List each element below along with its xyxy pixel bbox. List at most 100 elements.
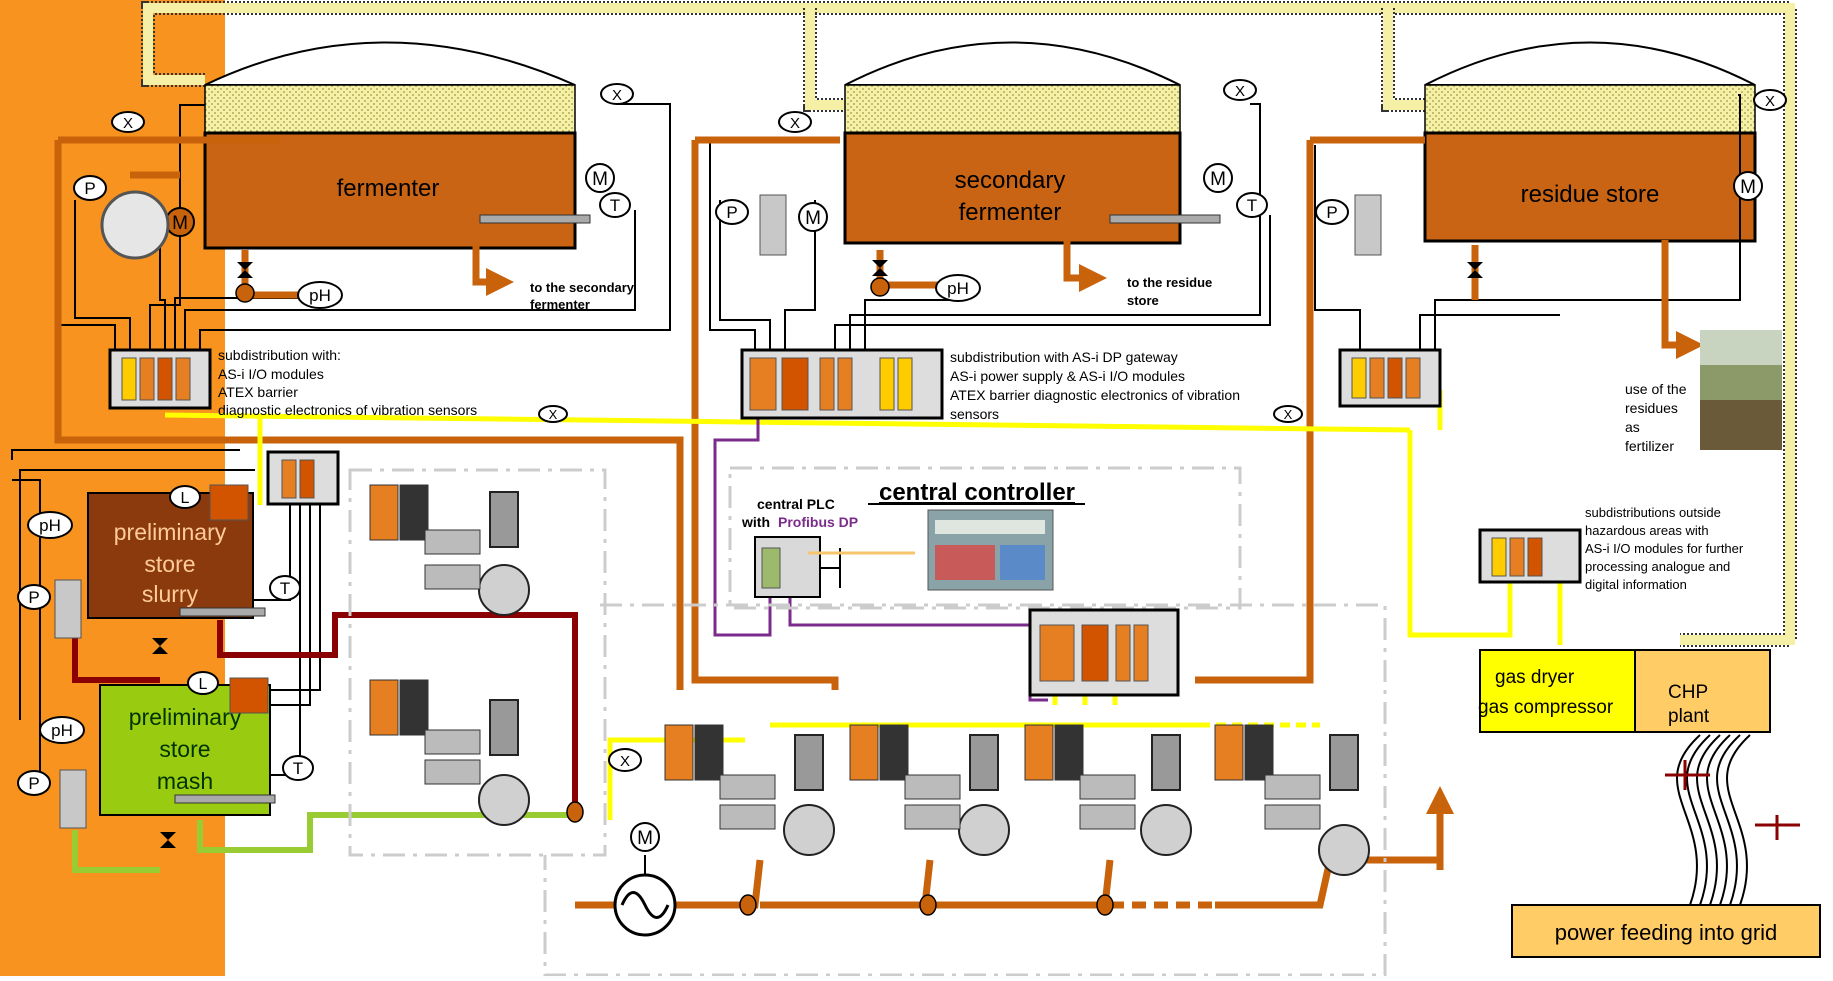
central-controller-title: central controller [879,479,1075,506]
motor-symbol: M [172,213,188,234]
subdistribution-box-left [110,350,210,408]
to-residue-label-1: to the residue [1127,275,1212,290]
subdistribution-text-outside: subdistributions outside hazardous areas… [1585,505,1744,592]
slurry-label-1: preliminary [114,519,227,545]
pressure-sensor-icon: P [1316,195,1381,255]
temperature-symbol: T [610,196,620,215]
ph-sensor-icon: pH [28,512,72,538]
ph-sensor-icon: pH [40,717,84,743]
motor-symbol: M [1210,169,1226,190]
fertilizer-photo [1700,330,1782,450]
plc-label-1: central PLC [757,496,835,512]
motor-icon: M [1734,172,1762,200]
power-cables [1665,735,1800,905]
subdistribution-text-left: subdistribution with: AS-i I/O modules A… [218,347,477,418]
motor-icon: M [166,208,194,236]
pressure-symbol: P [28,588,39,607]
profibus-label: Profibus DP [778,514,858,530]
explosion-proof-icon: X [1754,90,1786,110]
explosion-symbol: X [549,407,558,422]
explosion-proof-icon: X [609,749,641,771]
subdist-out-line-3: AS-i I/O modules for further [1585,541,1744,556]
secondary-label-1: secondary [955,167,1066,194]
to-secondary-label-1: to the secondary [530,280,635,295]
residues-line-4: fertilizer [1625,438,1674,454]
temperature-symbol: T [293,759,303,778]
to-secondary-label-2: fermenter [530,297,590,312]
pressure-symbol: P [28,774,39,793]
grid-label: power feeding into grid [1555,920,1778,945]
pressure-sensor-icon: P [716,195,786,255]
explosion-proof-icon: X [1224,80,1256,100]
level-symbol: L [181,490,190,507]
subdist-out-line-1: subdistributions outside [1585,505,1721,520]
ph-sensor-icon: pH [936,275,980,301]
flow-labels: to the secondary fermenter to the residu… [530,275,1212,312]
explosion-proof-icon: X [601,84,633,104]
explosion-symbol: X [1284,407,1293,422]
subdist-mid-line-4: sensors [950,406,999,422]
explosion-symbol: X [1235,83,1245,100]
motor-symbol: M [592,169,608,190]
subdist-out-line-5: digital information [1585,577,1687,592]
subdist-mid-line-2: AS-i power supply & AS-i I/O modules [950,368,1185,384]
explosion-symbol: X [123,115,133,132]
explosion-proof-icon: X [779,112,811,132]
temperature-symbol: T [1247,196,1257,215]
chp-label-1: CHP [1668,682,1708,703]
explosion-proof-icon: X [539,406,567,422]
gas-dryer-label: gas dryer [1495,667,1575,688]
explosion-symbol: X [620,753,630,770]
subdistribution-box-right [1340,350,1440,406]
slurry-label-3: slurry [142,581,199,607]
central-controller: central controller central PLC with Prof… [741,479,1085,597]
residues-line-1: use of the [1625,381,1687,397]
explosion-proof-icon: X [1274,406,1302,422]
subdist-left-line-1: subdistribution with: [218,347,341,363]
subdistribution-box-mid [742,350,942,418]
subdist-out-line-2: hazardous areas with [1585,523,1709,538]
slurry-label-2: store [144,551,195,577]
subdist-left-line-3: ATEX barrier [218,384,298,400]
residue-store-tank: residue store [1425,43,1755,242]
subdistribution-box-outside [1480,530,1580,582]
motor-symbol: M [1740,177,1756,198]
ph-sensor-icon: pH [298,282,342,308]
motor-icon: M [799,203,827,231]
fermenter-label: fermenter [337,175,440,202]
subdist-mid-line-3: ATEX barrier diagnostic electronics of v… [950,387,1240,403]
chp-label-2: plant [1668,706,1710,727]
subdist-left-line-4: diagnostic electronics of vibration sens… [218,402,477,418]
subdist-out-line-4: processing analogue and [1585,559,1730,574]
residues-line-2: residues [1625,400,1678,416]
explosion-symbol: X [790,115,800,132]
pump-icon [615,855,675,935]
mash-label-1: preliminary [129,704,242,730]
mash-label-2: store [159,736,210,762]
ph-symbol: pH [309,286,331,305]
subdistribution-text-mid: subdistribution with AS-i DP gateway AS-… [950,349,1240,422]
motor-symbol: M [805,208,821,229]
secondary-label-2: fermenter [959,199,1062,226]
subdist-left-line-2: AS-i I/O modules [218,366,324,382]
ph-symbol: pH [947,279,969,298]
chp-box: CHP plant [1635,650,1770,732]
to-residue-label-2: store [1127,293,1159,308]
explosion-symbol: X [612,87,622,104]
gas-compressor-label: gas compressor [1478,697,1614,718]
pressure-symbol: P [84,179,95,198]
motor-icon: M [1204,164,1232,192]
grid-box: power feeding into grid [1512,905,1820,957]
explosion-symbol: X [1765,93,1775,110]
explosion-proof-icon: X [112,112,144,132]
subdist-mid-line-1: subdistribution with AS-i DP gateway [950,349,1178,365]
temperature-symbol: T [280,579,290,598]
residues-line-3: as [1625,419,1640,435]
subdistribution-box-slurry [268,452,338,504]
subdistribution-box-valves [1030,610,1178,695]
motor-icon: M [586,164,614,192]
mash-label-3: mash [157,768,213,794]
pressure-symbol: P [726,203,737,222]
motor-symbol: M [637,828,653,849]
